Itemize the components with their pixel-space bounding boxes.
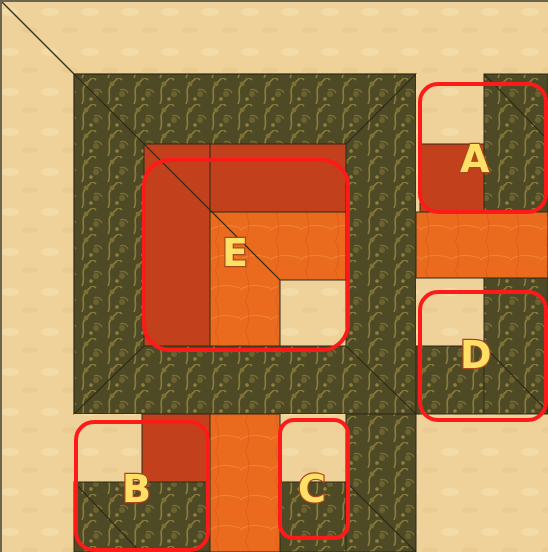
region-label-d: D xyxy=(460,333,492,377)
region-label-c: C xyxy=(298,467,326,511)
center-cream-square xyxy=(280,280,346,346)
region-label-e: E xyxy=(222,231,248,275)
region-label-b: B xyxy=(122,467,151,511)
right-block-a-dark xyxy=(484,74,548,214)
bottom-orange-strip xyxy=(210,414,280,552)
region-label-a: A xyxy=(460,137,490,181)
right-block-d-dark-column xyxy=(484,278,548,414)
center-rust-strip-left xyxy=(144,144,210,346)
bottom-block-c-dark-column xyxy=(346,414,416,552)
right-orange-strip xyxy=(416,212,548,278)
